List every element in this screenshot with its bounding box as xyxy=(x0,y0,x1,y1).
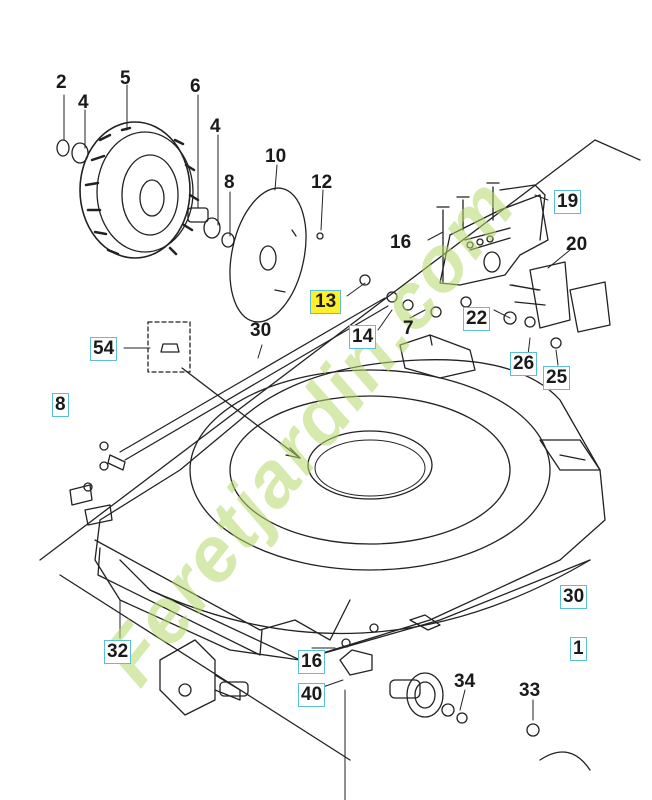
callout-1: 1 xyxy=(570,637,587,661)
deck-inner-ring xyxy=(229,395,511,545)
callout-10: 10 xyxy=(265,146,287,167)
callout-30: 30 xyxy=(250,320,272,341)
wheel-cover-disc xyxy=(229,187,307,323)
callout-30: 30 xyxy=(560,585,588,609)
rear-housing xyxy=(399,334,476,379)
callout-5: 5 xyxy=(120,68,131,89)
chassis-top-edge xyxy=(39,139,596,561)
chassis-lower-edge xyxy=(59,574,351,761)
callout-20: 20 xyxy=(566,234,588,255)
callout-8: 8 xyxy=(52,393,69,417)
bolt-33 xyxy=(526,723,540,737)
callout-13: 13 xyxy=(310,290,342,314)
plug-box xyxy=(147,321,191,373)
callout-6: 6 xyxy=(190,76,201,97)
callout-22: 22 xyxy=(463,307,491,331)
callout-33: 33 xyxy=(519,680,541,701)
callout-40: 40 xyxy=(298,683,326,707)
callout-4: 4 xyxy=(78,92,89,113)
callout-2: 2 xyxy=(56,72,67,93)
callout-16: 16 xyxy=(390,232,412,253)
callout-26: 26 xyxy=(510,352,538,376)
callout-7: 7 xyxy=(403,318,414,339)
callout-4: 4 xyxy=(210,116,221,137)
callout-14: 14 xyxy=(349,325,377,349)
clip-bracket xyxy=(339,649,373,676)
deck-outer-ring xyxy=(189,369,551,571)
callout-12: 12 xyxy=(311,172,333,193)
deck-body xyxy=(94,359,606,661)
front-flange xyxy=(94,539,351,641)
callout-25: 25 xyxy=(543,366,571,390)
callout-54: 54 xyxy=(90,337,118,361)
front-wheel-bracket xyxy=(159,639,249,716)
callout-16: 16 xyxy=(298,650,326,674)
deck-center-opening xyxy=(307,430,433,500)
callout-8: 8 xyxy=(224,172,235,193)
front-hub xyxy=(389,672,468,724)
callout-34: 34 xyxy=(454,671,476,692)
rear-wheel xyxy=(79,121,200,259)
chassis-right-edge xyxy=(594,139,641,161)
rear-axle-rod xyxy=(119,297,389,461)
callout-19: 19 xyxy=(554,190,582,214)
callout-32: 32 xyxy=(104,640,132,664)
